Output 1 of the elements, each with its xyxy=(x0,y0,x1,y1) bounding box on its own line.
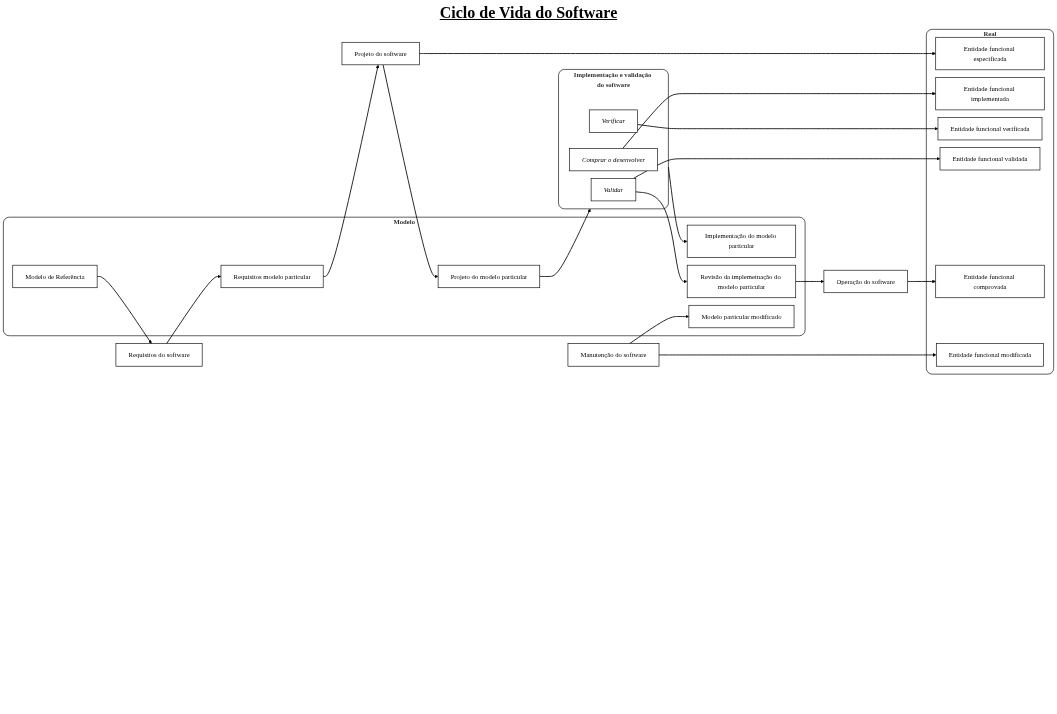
column-heading: Ciclo de Vida do Software xyxy=(439,4,618,21)
